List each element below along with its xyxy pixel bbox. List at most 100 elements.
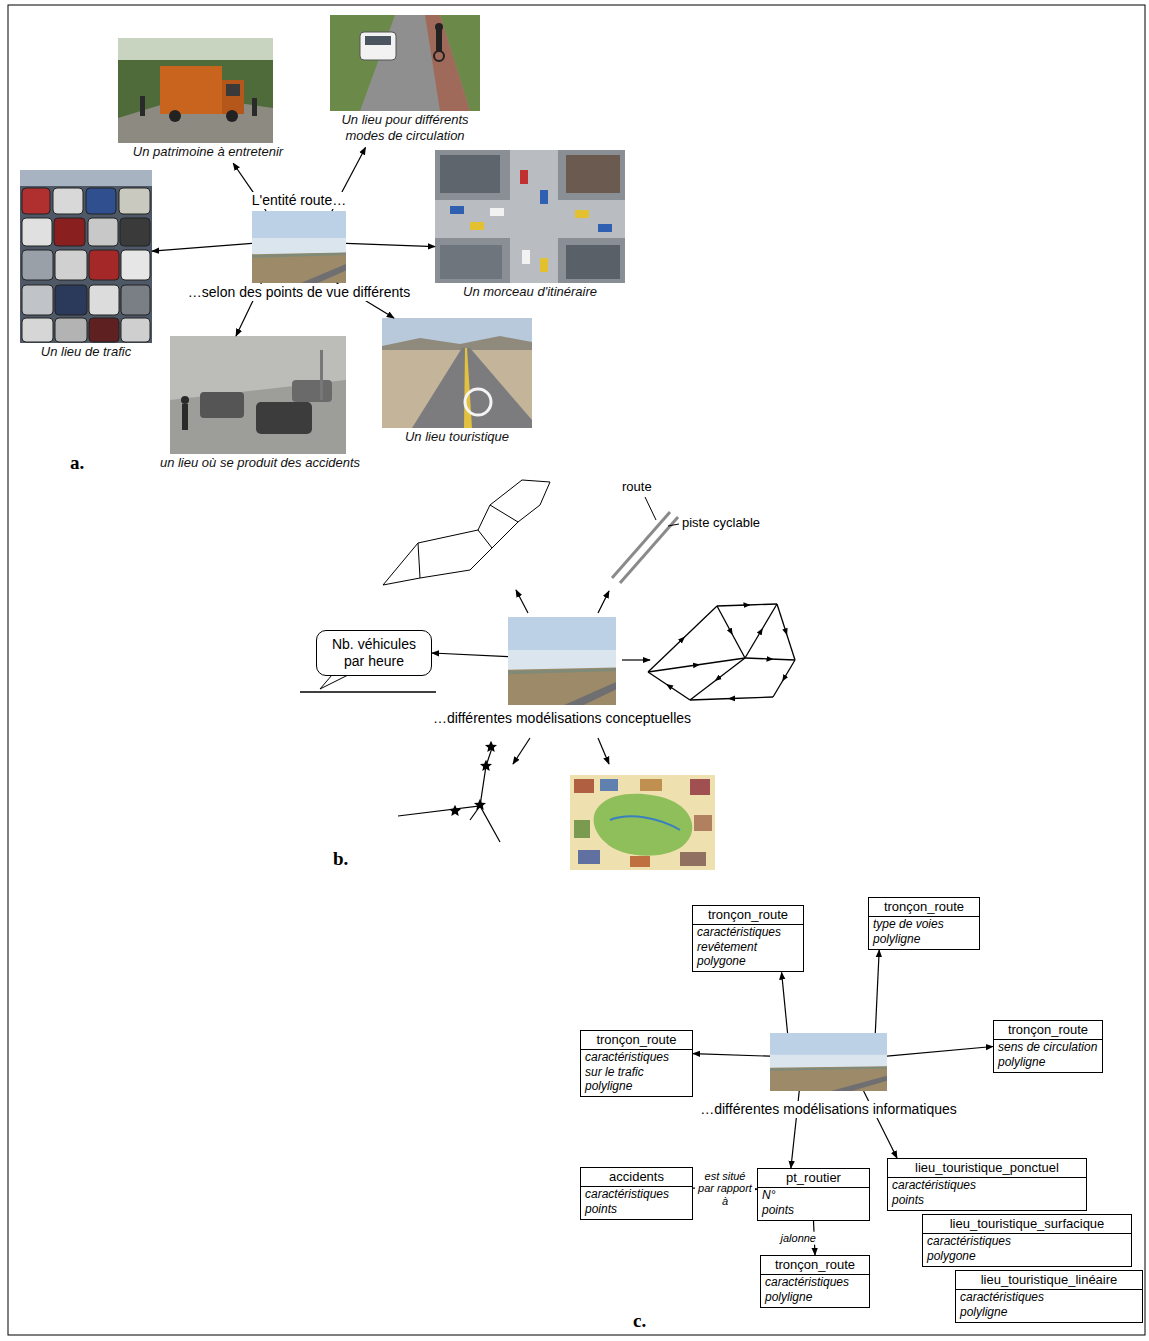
relation-label: est situé par rapport à [695,1170,755,1208]
view-caption: …différentes modélisations conceptuelles [430,710,694,727]
view-caption: L'entité route… [249,192,350,209]
arrow-connector [887,1047,993,1057]
photo-frame: Un lieu de trafic [20,170,152,363]
class-name: tronçon_route [761,1256,869,1275]
photo-frame: Un lieu touristique [382,318,532,448]
photo-caption: Un lieu pour différents modes de circula… [326,111,484,148]
arrow-connector [693,1054,770,1057]
arrow-connector [782,972,788,1033]
attribute-text: caractéristiques [761,1275,869,1289]
geometry-text: polyligne [956,1305,1142,1322]
attribute-text: caractéristiques [581,1187,692,1201]
part-label: c. [633,1310,646,1332]
maintenance-photo [118,38,273,143]
part-label: b. [333,848,348,870]
leader-lines [645,497,679,526]
photo-space [435,150,625,283]
class-box: lieu_touristique_ponctuelcaractéristique… [887,1158,1087,1211]
class-name: lieu_touristique_surfacique [923,1215,1131,1234]
accident-stars [449,741,497,816]
class-name: tronçon_route [869,898,979,917]
network-graph [648,604,795,700]
road-photo-frame: …différentes modélisations informatiques [770,1033,887,1091]
attribute-text: caractéristiques revêtement [693,925,803,954]
road-photo-frame: …différentes modélisations conceptuelles [508,617,616,705]
geometry-text: polyligne [994,1055,1102,1072]
class-box: lieu_touristique_surfaciquecaractéristiq… [922,1214,1132,1267]
class-name: tronçon_route [994,1021,1102,1040]
attribute-text: caractéristiques [888,1178,1086,1192]
view-caption: …selon des points de vue différents [185,284,413,301]
geometry-text: points [758,1203,869,1220]
arrow-connector [432,653,508,657]
speech-bubble: Nb. véhicules par heure [316,630,432,676]
outer-frame [8,5,1145,1335]
relation-label: jalonne [780,1232,817,1245]
photo-space [326,15,484,111]
tourist-map [570,775,715,870]
callout-tail [300,675,436,692]
photo-caption: un lieu où se produit des accidents [140,454,380,474]
class-box: tronçon_routecaractéristiques revêtement… [692,905,804,972]
class-box: tronçon_routetype de voiespolyligne [868,897,980,950]
photo-frame: un lieu où se produit des accidents [140,336,380,474]
class-name: pt_routier [758,1169,869,1188]
bubble-text: Nb. véhicules par heure [321,636,427,670]
class-box: lieu_touristique_linéairecaractéristique… [955,1270,1143,1323]
accident-lines [398,748,500,842]
part-label: a. [70,452,84,474]
traffic-photo [20,170,152,343]
photo-space [382,318,532,428]
road-photo [252,211,346,283]
class-box: pt_routierN°points [757,1168,870,1221]
geometry-text: points [581,1202,692,1219]
geometry-text: polyligne [581,1079,692,1096]
class-name: tronçon_route [693,906,803,925]
class-box: accidentscaractéristiquespoints [580,1167,693,1220]
geometry-text: points [888,1193,1086,1210]
arrow-connector [152,243,252,251]
photo-frame: Un morceau d'itinéraire [435,150,625,303]
circulation-photo [330,15,480,111]
road-photo-frame: L'entité route……selon des points de vue … [252,211,346,283]
geometry-text: polygone [693,954,803,971]
class-box: tronçon_routecaractéristiquespolyligne [760,1255,870,1308]
aerial-photo [435,150,625,283]
photo-space [140,336,380,454]
arrow-connector [875,950,879,1033]
photo-caption: Un morceau d'itinéraire [435,283,625,303]
tourist-road-photo [382,318,532,428]
view-caption: …différentes modélisations informatiques [697,1101,960,1118]
class-box: tronçon_routecaractéristiques sur le tra… [580,1030,693,1097]
photo-frame: Un lieu pour différents modes de circula… [326,15,484,148]
attribute-text: sens de circulation [994,1040,1102,1054]
class-box: tronçon_routesens de circulationpolylign… [993,1020,1103,1073]
geometry-text: polyligne [869,932,979,949]
photo-frame: Un patrimoine à entretenir [118,38,298,163]
road-photo [508,617,616,705]
part-name: route [622,479,652,494]
class-name: lieu_touristique_linéaire [956,1271,1142,1290]
class-name: tronçon_route [581,1031,692,1050]
attribute-text: caractéristiques [956,1290,1142,1304]
photo-space [118,38,298,143]
view-arrows [513,590,650,764]
attribute-text: type de voies [869,917,979,931]
road-bike-lane [612,512,678,583]
geometry-text: polygone [923,1249,1131,1266]
photo-caption: Un lieu de trafic [20,343,152,363]
polygon-chain [383,480,550,585]
part-name: piste cyclable [682,515,760,530]
photo-caption: Un lieu touristique [382,428,532,448]
road-photo [770,1033,887,1091]
attribute-text: caractéristiques sur le trafic [581,1050,692,1079]
attribute-text: N° [758,1188,869,1202]
geometry-text: polyligne [761,1290,869,1307]
class-name: lieu_touristique_ponctuel [888,1159,1086,1178]
class-name: accidents [581,1168,692,1187]
attribute-text: caractéristiques [923,1234,1131,1248]
photo-caption: Un patrimoine à entretenir [118,143,298,163]
